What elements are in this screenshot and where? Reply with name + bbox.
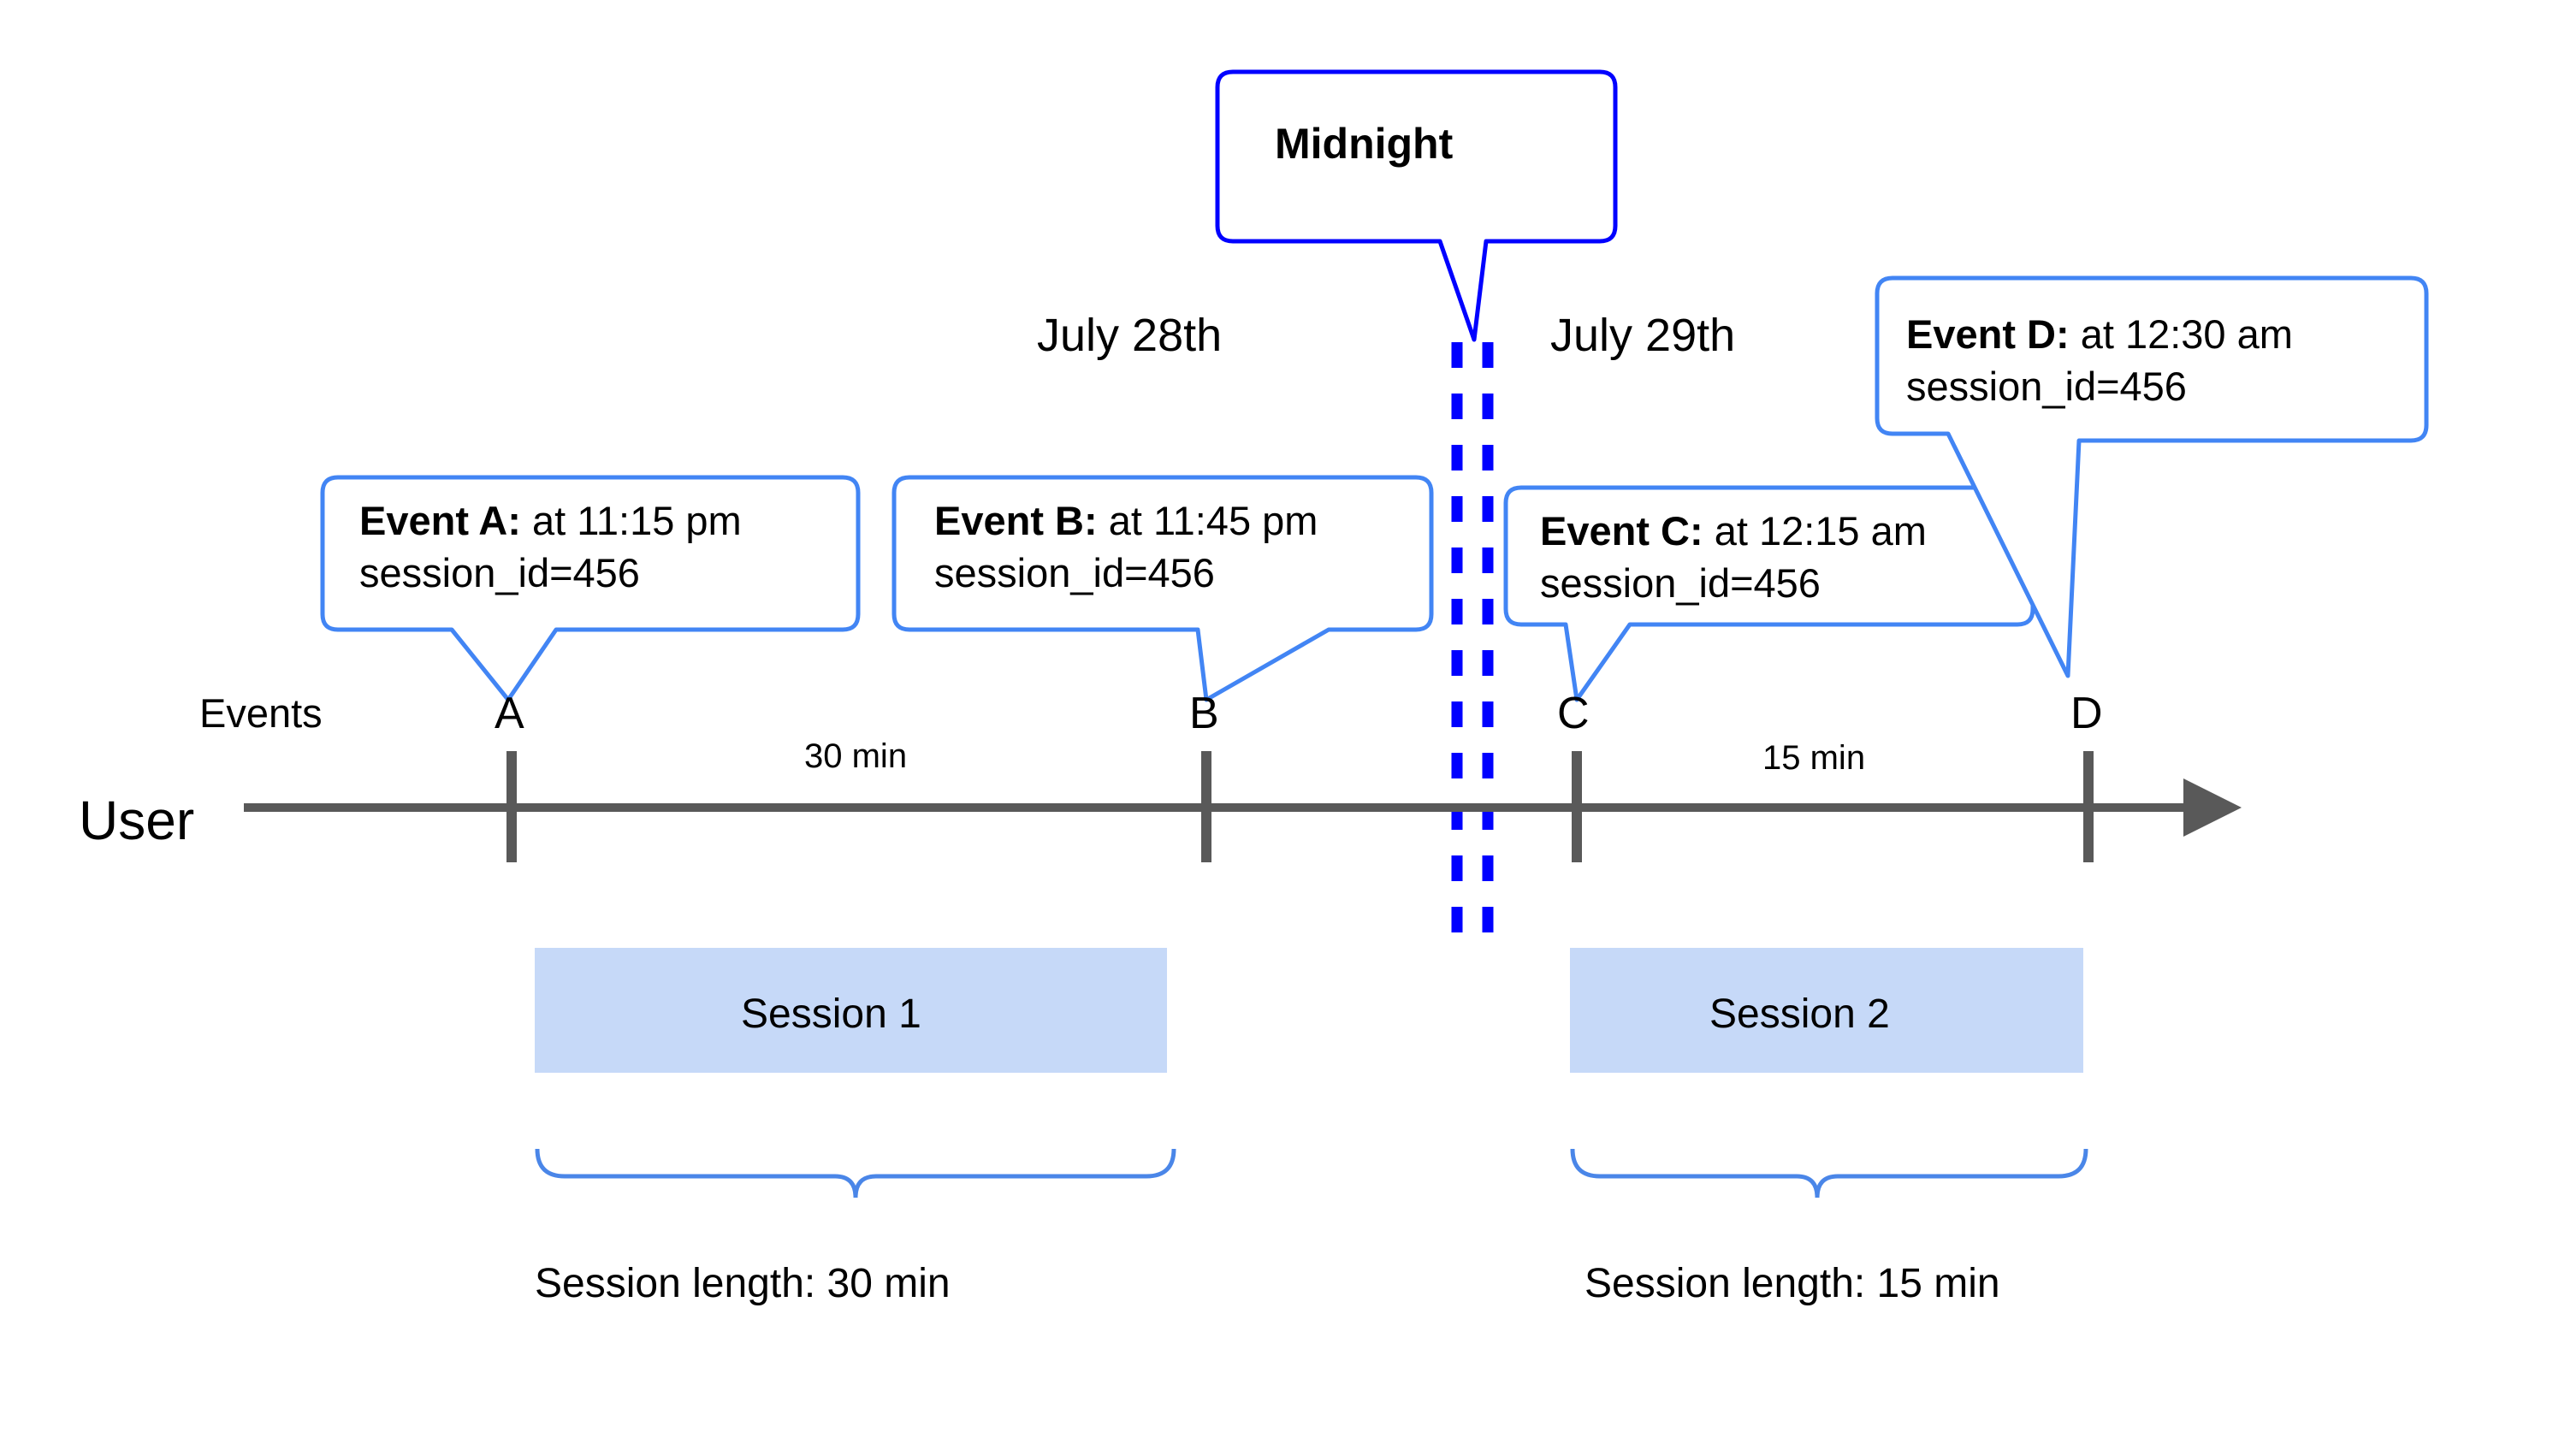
- event-d-title: Event D:: [1906, 311, 2070, 357]
- session-brace-2: [1570, 1148, 2088, 1199]
- event-c-callout-text: Event C: at 12:15 am session_id=456: [1540, 505, 1927, 609]
- event-c-session-id: session_id=456: [1540, 560, 1821, 607]
- event-d-session-id: session_id=456: [1906, 364, 2187, 410]
- session-length-label-2: Session length: 15 min: [1585, 1261, 2000, 1306]
- midnight-dashed-lines: [1451, 342, 1494, 932]
- tick-label-d: D: [2070, 689, 2103, 738]
- timeline-axis: [244, 778, 2242, 837]
- midnight-callout-shape: [1215, 69, 1618, 342]
- event-d-callout-shape: [1875, 275, 2429, 678]
- session-bar-1: [535, 948, 1167, 1073]
- event-b-callout-shape: [891, 475, 1434, 702]
- user-row-label: User: [79, 790, 195, 851]
- gap-label-c-d: 15 min: [1762, 739, 1866, 777]
- session-label-1: Session 1: [741, 991, 921, 1037]
- event-c-title: Event C:: [1540, 508, 1703, 553]
- session-length-label-1: Session length: 30 min: [535, 1261, 951, 1306]
- event-a-session-id: session_id=456: [359, 550, 640, 596]
- event-d-time: at 12:30 am: [2069, 311, 2293, 357]
- date-label-july-29: July 29th: [1550, 310, 1736, 361]
- event-b-session-id: session_id=456: [934, 550, 1215, 596]
- gap-label-a-b: 30 min: [804, 737, 908, 775]
- tick-label-b: B: [1189, 689, 1219, 738]
- event-a-callout-shape: [320, 475, 861, 702]
- event-a-title: Event A:: [359, 498, 521, 543]
- event-b-time: at 11:45 pm: [1097, 498, 1318, 543]
- midnight-label: Midnight: [1275, 120, 1454, 168]
- event-b-callout-text: Event B: at 11:45 pm session_id=456: [934, 494, 1318, 599]
- event-a-time: at 11:15 pm: [520, 498, 742, 543]
- session-brace-1: [535, 1148, 1176, 1199]
- tick-label-c: C: [1557, 689, 1590, 738]
- events-row-label: Events: [199, 690, 323, 736]
- event-b-title: Event B:: [934, 498, 1098, 543]
- event-a-callout-text: Event A: at 11:15 pm session_id=456: [359, 494, 742, 599]
- event-c-time: at 12:15 am: [1703, 508, 1927, 553]
- event-tick-marks: [506, 751, 2094, 862]
- axis-arrowhead: [2183, 778, 2242, 837]
- event-d-callout-text: Event D: at 12:30 am session_id=456: [1906, 308, 2293, 412]
- tick-label-a: A: [495, 689, 524, 738]
- session-label-2: Session 2: [1709, 991, 1890, 1037]
- date-label-july-28: July 28th: [1037, 310, 1223, 361]
- session-bar-2: [1570, 948, 2083, 1073]
